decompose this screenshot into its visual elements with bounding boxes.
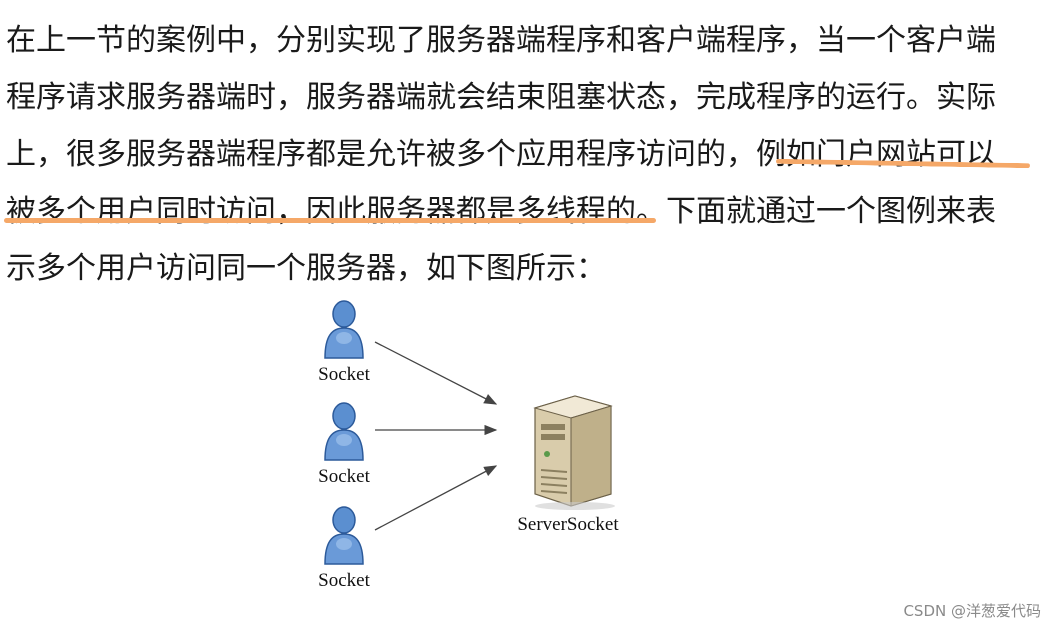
client-socket: Socket [314, 298, 374, 386]
client-label: Socket [318, 570, 370, 591]
paragraph-line: 上，很多服务器端程序都是允许被多个应用程序访问的，例如门户网站可以 [6, 137, 996, 172]
client-socket: Socket [314, 400, 374, 488]
client-server-diagram: Socket Socket Socket [300, 290, 630, 605]
paragraph-line: 程序请求服务器端时，服务器端就会结束阻塞状态，完成程序的运行。实际 [6, 80, 996, 115]
csdn-watermark: CSDN @洋葱爱代码 [903, 602, 1041, 620]
client-label: Socket [318, 466, 370, 487]
paragraph-line: 示多个用户访问同一个服务器，如下图所示： [6, 251, 606, 286]
user-icon [324, 402, 364, 461]
highlight-underline [4, 218, 656, 223]
paragraph-line: 在上一节的案例中，分别实现了服务器端程序和客户端程序，当一个客户端 [6, 23, 996, 58]
user-icon [324, 506, 364, 565]
arrow-icon [374, 465, 498, 531]
user-icon [324, 300, 364, 359]
client-socket: Socket [314, 504, 374, 592]
article-paragraph: 在上一节的案例中，分别实现了服务器端程序和客户端程序，当一个客户端 程序请求服务… [6, 12, 1046, 297]
arrow-icon [374, 341, 498, 405]
server-socket: ServerSocket [506, 390, 630, 536]
client-label: Socket [318, 364, 370, 385]
diagram-arrows [374, 341, 498, 531]
paragraph-line: 被多个用户同时访问，因此服务器都是多线程的。下面就通过一个图例来表 [6, 194, 996, 229]
server-label: ServerSocket [517, 514, 619, 535]
server-tower-icon [533, 395, 615, 510]
